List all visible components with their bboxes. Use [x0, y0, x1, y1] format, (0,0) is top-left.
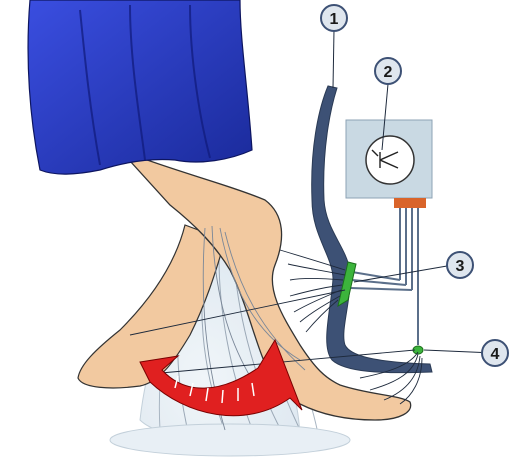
callout-2-label: 2 [384, 64, 393, 81]
callout-2[interactable]: 2 [375, 58, 401, 84]
callout-3-label: 3 [456, 258, 465, 275]
callout-1[interactable]: 1 [321, 5, 347, 31]
callout-3[interactable]: 3 [447, 252, 473, 278]
sensor-connector-strip [394, 198, 426, 208]
callout-1-label: 1 [330, 11, 339, 28]
skirt [28, 0, 252, 174]
callout-4-label: 4 [491, 346, 500, 363]
pressure-gauge-icon [366, 136, 414, 184]
callout-4[interactable]: 4 [482, 340, 508, 366]
